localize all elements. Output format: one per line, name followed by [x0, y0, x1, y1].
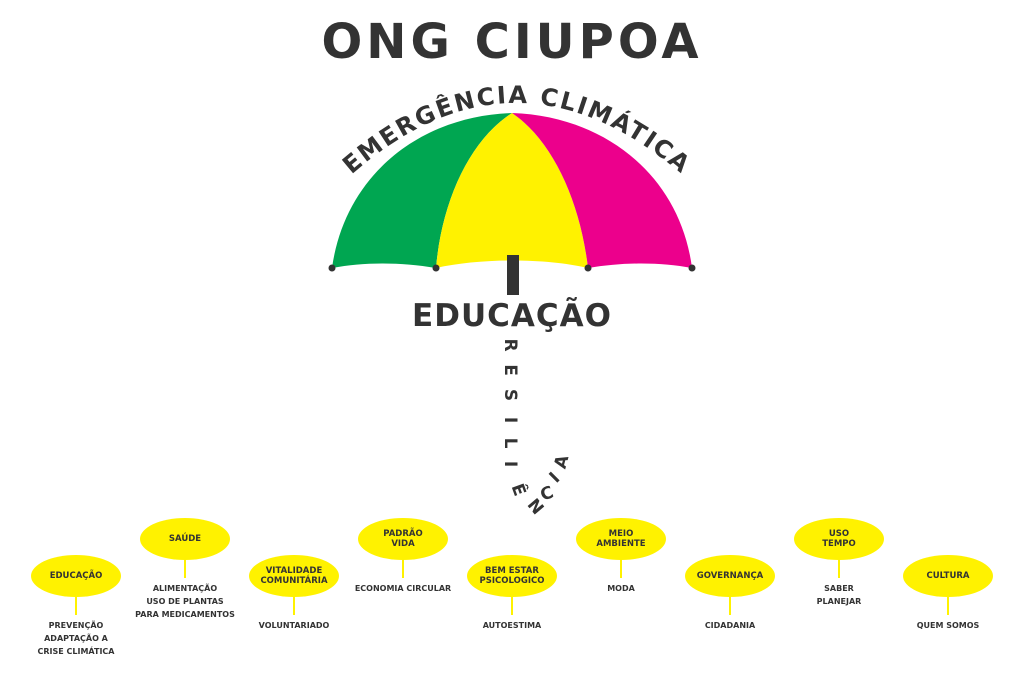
topic-note: VOLUNTARIADO [258, 621, 330, 630]
umbrella-panel-magenta [512, 113, 692, 268]
topic-bubble: CULTURA [903, 555, 993, 597]
topic-connector [729, 597, 731, 615]
topic-connector [184, 560, 186, 578]
vertical-letter: E [500, 364, 520, 376]
topic-bubble: BEM ESTAR PSICOLOGICO [467, 555, 557, 597]
topic-connector [75, 597, 77, 615]
vertical-letter: L [500, 438, 520, 449]
umbrella-tip [432, 264, 440, 272]
topic-note: MODA [607, 584, 635, 593]
umbrella-tip [328, 264, 336, 272]
umbrella-panel-yellow [436, 113, 588, 268]
page-title: ONG CIUPOA [321, 14, 703, 70]
topic-connector [293, 597, 295, 615]
umbrella-tip [688, 264, 696, 272]
vertical-letter: I [500, 417, 520, 423]
topic-label: BEM ESTAR PSICOLOGICO [479, 566, 545, 586]
topic-bubble: SAÚDE [140, 518, 230, 560]
topic-bubble: MEIO AMBIENTE [576, 518, 666, 560]
topic-note: CIDADANIA [704, 621, 756, 630]
topic-bubble: GOVERNANÇA [685, 555, 775, 597]
umbrella-shaft [507, 255, 519, 295]
topic-label: USO TEMPO [822, 529, 856, 549]
topic-note: ALIMENTAÇÃO USO DE PLANTAS PARA MEDICAME… [135, 584, 235, 619]
umbrella-panel-green [332, 113, 512, 268]
topic-bubble: VITALIDADE COMUNITÁRIA [249, 555, 339, 597]
topic-note: PREVENÇÃO ADAPTAÇÃO A CRISE CLIMÁTICA [37, 621, 115, 656]
topic-label: GOVERNANÇA [696, 571, 764, 581]
vertical-letter: A [551, 452, 574, 471]
topic-label: MEIO AMBIENTE [596, 529, 646, 549]
subtitle: EDUCAÇÃO [412, 298, 612, 334]
umbrella-tip [584, 264, 592, 272]
topic-bubble: USO TEMPO [794, 518, 884, 560]
topic-label: VITALIDADE COMUNITÁRIA [260, 566, 328, 586]
topic-connector [947, 597, 949, 615]
topic-label: CULTURA [926, 571, 970, 581]
topic-note: SABER PLANEJAR [816, 584, 862, 606]
topic-note: QUEM SOMOS [916, 621, 980, 630]
topic-connector [838, 560, 840, 578]
topic-note: AUTOESTIMA [482, 621, 542, 630]
topic-connector [620, 560, 622, 578]
topic-connector [511, 597, 513, 615]
topic-bubble: EDUCAÇÃO [31, 555, 121, 597]
topic-label: EDUCAÇÃO [49, 571, 103, 581]
vertical-letter: I [500, 461, 520, 467]
vertical-letter: R [500, 338, 520, 351]
topic-label: PADRÃO VIDA [383, 529, 423, 549]
topic-note: ECONOMIA CIRCULAR [354, 584, 452, 593]
vertical-letter: S [500, 389, 520, 401]
topic-bubble: PADRÃO VIDA [358, 518, 448, 560]
topic-label: SAÚDE [168, 534, 202, 544]
vertical-letter: Ê [507, 480, 532, 498]
topic-connector [402, 560, 404, 578]
